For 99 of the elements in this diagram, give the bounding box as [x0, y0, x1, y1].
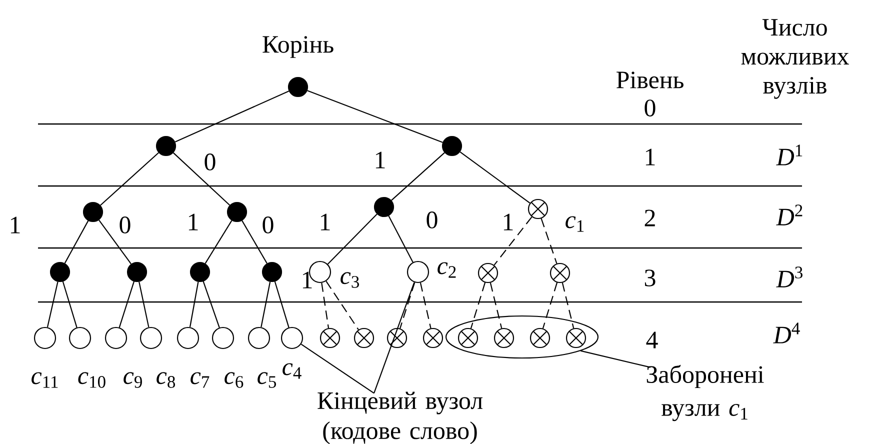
open-node: [68, 326, 92, 350]
node-label: c$_{11}$: [32, 372, 58, 388]
crossed-node: [386, 328, 408, 348]
node-label: c$_{5}$: [258, 372, 276, 388]
node-label: c$_{10}$: [78, 372, 106, 388]
open-node: [140, 326, 162, 350]
branch-line: [62, 281, 78, 328]
branch-line: [400, 282, 416, 329]
crossed-node: [458, 328, 478, 348]
open-node: [248, 326, 270, 350]
branch-line: [391, 152, 445, 201]
edge-label: 1: [320, 214, 330, 230]
leader-line: [580, 350, 651, 368]
branch-line: [100, 152, 159, 206]
branch-line: [490, 282, 502, 328]
node-label: c$_{2}$: [438, 262, 456, 278]
branch-line: [46, 282, 58, 328]
node-label: c$_{3}$: [340, 272, 359, 288]
node-label: c$_{4}$: [282, 363, 302, 379]
note-text: Кінцевий вузол (кодове слово): [318, 392, 483, 444]
filled-node: [374, 196, 394, 218]
filled-node: [262, 262, 282, 282]
edge-label: 1: [302, 272, 312, 288]
branch-line: [174, 90, 290, 142]
node-label: c$_{8}$: [156, 372, 175, 388]
open-node: [34, 326, 56, 350]
node-label: c$_{9}$: [124, 372, 142, 388]
level-value: 1: [646, 148, 655, 166]
level-value: D$^{2}$: [776, 204, 802, 226]
level-value: D$^{1}$: [776, 144, 802, 166]
branch-line: [321, 282, 330, 328]
branch-line: [388, 216, 414, 262]
note-text: Заборонені вузли c$_{1}$: [646, 364, 764, 422]
branch-line: [540, 218, 558, 264]
leader-line: [300, 344, 374, 394]
level-value: D$^{3}$: [776, 266, 802, 288]
branch-line: [307, 90, 443, 143]
crossed-node: [320, 328, 340, 348]
filled-node: [442, 136, 462, 156]
open-node: [280, 326, 304, 350]
branch-line: [562, 282, 574, 328]
branch-line: [173, 152, 230, 206]
crossed-node: [354, 328, 374, 348]
branch-line: [326, 280, 359, 330]
edge-label: 1: [504, 214, 513, 230]
branch-line: [189, 282, 199, 328]
branch-line: [98, 220, 132, 264]
edge-label: 0: [426, 212, 438, 228]
branch-line: [470, 282, 486, 329]
branch-line: [274, 281, 290, 328]
filled-node: [50, 262, 70, 282]
column-header: Рівень: [616, 72, 684, 88]
edge-label: 0: [262, 216, 274, 234]
crossed-node: [494, 328, 514, 348]
node-label: c$_{6}$: [224, 372, 244, 388]
branch-line: [494, 216, 532, 266]
edge-label: 1: [188, 214, 198, 230]
crossed-node: [422, 328, 444, 348]
branch-line: [242, 220, 268, 264]
crossed-node: [530, 328, 550, 348]
branch-line: [542, 282, 558, 329]
node-label: c$_{1}$: [566, 216, 584, 232]
crossed-node: [550, 262, 570, 284]
node-label: Корінь: [262, 36, 334, 58]
branch-line: [460, 152, 530, 204]
node-label: c$_{7}$: [190, 372, 210, 388]
crossed-node: [528, 198, 548, 220]
filled-node: [156, 136, 176, 156]
edge-label: 0: [120, 216, 130, 234]
branch-line: [64, 220, 89, 264]
open-node: [176, 326, 200, 350]
level-value: 0: [644, 100, 656, 116]
branch-line: [420, 282, 432, 328]
level-value: 2: [644, 210, 655, 226]
branch-line: [118, 281, 134, 328]
branch-line: [327, 214, 378, 264]
filled-node: [82, 202, 104, 222]
open-node: [212, 326, 234, 350]
filled-node: [288, 76, 308, 98]
branch-line: [202, 281, 220, 328]
filled-node: [226, 202, 248, 222]
branch-line: [138, 282, 150, 328]
open-node: [104, 326, 128, 350]
open-node: [406, 260, 430, 284]
level-value: 3: [644, 270, 656, 286]
edge-label: 0: [204, 154, 216, 170]
edge-label: 1: [10, 216, 20, 234]
crossed-node: [478, 262, 498, 284]
leader-line: [374, 282, 415, 394]
filled-node: [126, 262, 148, 282]
branch-line: [204, 220, 232, 264]
branch-line: [260, 282, 271, 328]
filled-node: [190, 262, 210, 282]
level-value: 4: [646, 332, 658, 348]
column-header: Число можливих вузлів: [741, 19, 849, 99]
crossed-node: [566, 328, 586, 348]
edge-label: 1: [376, 152, 385, 168]
level-value: D$^{4}$: [773, 322, 800, 344]
ellipse-outline: [445, 315, 599, 359]
